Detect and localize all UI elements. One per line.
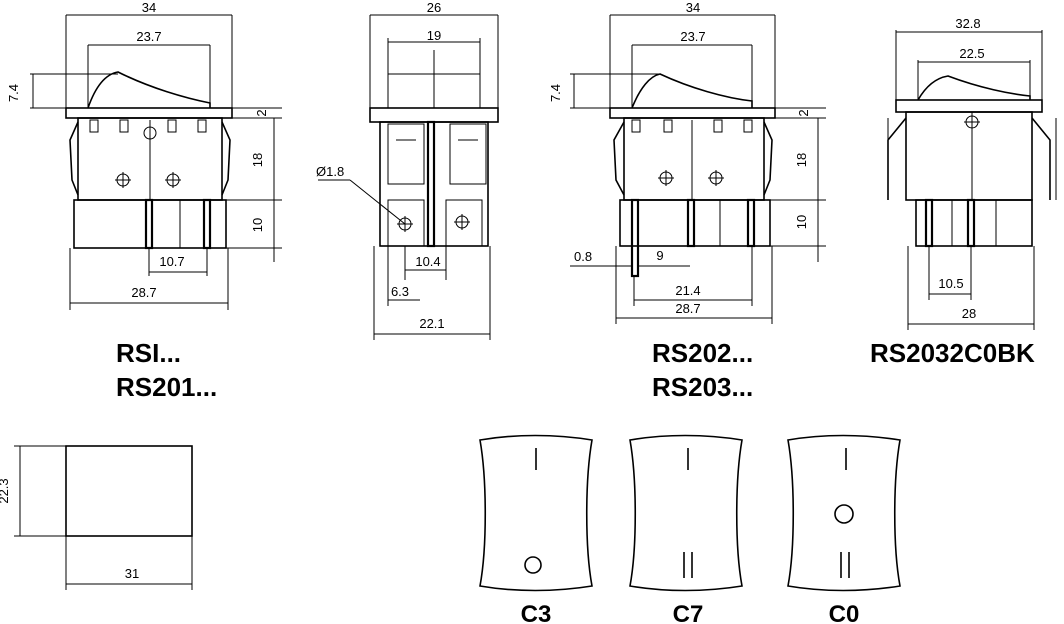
rsi-width-dim: 34 [142,0,156,15]
side-offset-dim: 6.3 [391,284,409,299]
side-bottom-dim: 22.1 [419,316,444,331]
side-pitch-dim: 10.4 [415,254,440,269]
cap-c3-label: C3 [521,601,552,624]
rs201-model-label: RS201... [116,372,217,402]
cap-c0-label: C0 [829,601,860,624]
rs202-overall-dim: 28.7 [675,301,700,316]
cap-c3: C3 [479,434,593,624]
rs2032-pitch-dim: 10.5 [938,276,963,291]
rsi-overall-dim: 28.7 [131,285,156,300]
rs203-model-label: RS203... [652,372,753,402]
rs202-span-dim: 21.4 [675,283,700,298]
rs202-terminal-height-dim: 10 [794,215,809,229]
rs202-width-dim: 34 [686,0,700,15]
rs202-body-height-dim: 18 [794,153,809,167]
rs2032-model-label: RS2032C0BK [870,338,1035,368]
rsi-switch-drawing: 34 23.7 7.4 2 18 [6,0,282,402]
rs202-switch-drawing: 34 23.7 7.4 2 18 10 [548,0,826,402]
rs202-flange-dim: 2 [796,109,811,116]
side-hole-dim: Ø1.8 [316,164,344,179]
side-width-dim: 26 [427,0,441,15]
side-view-drawing: 26 19 Ø1.8 10.4 6.3 [316,0,499,340]
cap-c0: C0 [787,434,901,624]
rsi-rocker-height-dim: 7.4 [6,84,21,102]
rs2032-bottom-dim: 28 [962,306,976,321]
rsi-inner-width-dim: 23.7 [136,29,161,44]
rs2032-inner-width-dim: 22.5 [959,46,984,61]
rs2032-switch-drawing: 32.8 22.5 10.5 28 RS2032C0BK [870,16,1057,368]
rs202-inner-width-dim: 23.7 [680,29,705,44]
cutout-height-dim: 22.3 [0,478,11,503]
rsi-pitch-dim: 10.7 [159,254,184,269]
rs202-spacing-dim: 9 [656,248,663,263]
cap-c7: C7 [629,434,743,624]
rs202-rocker-height-dim: 7.4 [548,84,563,102]
rs202-model-label: RS202... [652,338,753,368]
panel-cutout-drawing: 22.3 31 [0,445,193,590]
rs2032-width-dim: 32.8 [955,16,980,31]
cutout-width-dim: 31 [125,566,139,581]
rsi-flange-dim: 2 [254,109,269,116]
rsi-body-height-dim: 18 [250,153,265,167]
rs202-thickness-dim: 0.8 [574,249,592,264]
side-inner-width-dim: 19 [427,28,441,43]
rsi-model-label: RSI... [116,338,181,368]
rsi-terminal-height-dim: 10 [250,218,265,232]
cap-c7-label: C7 [673,601,704,624]
